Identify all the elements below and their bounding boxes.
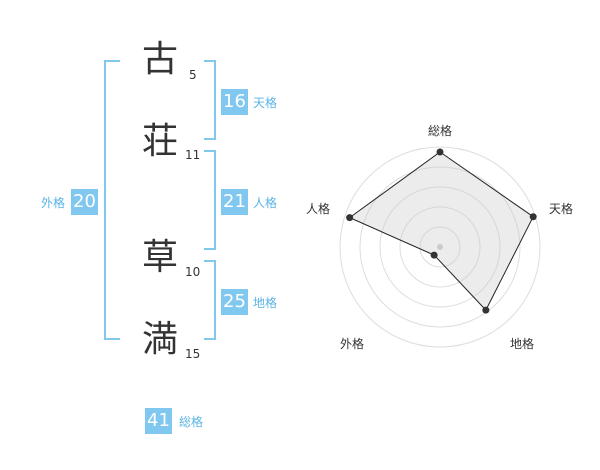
radar-chart bbox=[339, 146, 541, 348]
tenkaku-label: 天格 bbox=[253, 96, 278, 110]
stroke-count-2: 11 bbox=[185, 148, 201, 162]
radar-axis-label-chikaku: 地格 bbox=[510, 337, 535, 351]
gaikaku-value: 20 bbox=[71, 189, 98, 215]
radar-points bbox=[346, 148, 537, 314]
radar-axis-label-tenkaku: 天格 bbox=[549, 202, 574, 216]
soukaku-label: 総格 bbox=[179, 415, 204, 429]
radar-point bbox=[346, 214, 354, 222]
radar-axis-label-gaikaku: 外格 bbox=[340, 337, 365, 351]
chikaku-value: 25 bbox=[221, 289, 248, 315]
tenkaku-bracket bbox=[204, 60, 216, 140]
jinkaku-label: 人格 bbox=[253, 196, 278, 210]
radar-point bbox=[430, 251, 438, 259]
radar-point bbox=[529, 213, 537, 221]
gaikaku-bracket bbox=[104, 60, 120, 340]
radar-point bbox=[436, 148, 444, 156]
radar-center-dot bbox=[437, 244, 443, 250]
radar-ring bbox=[379, 186, 501, 308]
radar-polygon-group bbox=[348, 151, 534, 311]
radar-rings bbox=[339, 146, 541, 348]
name-char-3: 草 bbox=[141, 237, 178, 278]
tenkaku-value: 16 bbox=[221, 89, 248, 115]
stroke-count-3: 10 bbox=[185, 265, 201, 279]
chikaku-bracket bbox=[204, 260, 216, 340]
name-char-1: 古 bbox=[141, 39, 178, 80]
radar-ring bbox=[359, 166, 521, 328]
radar-point bbox=[482, 306, 490, 314]
radar-ring bbox=[399, 206, 481, 288]
name-char-2: 荘 bbox=[141, 121, 178, 162]
stroke-count-4: 15 bbox=[185, 347, 201, 361]
soukaku-value: 41 bbox=[145, 408, 172, 434]
gaikaku-label: 外格 bbox=[41, 196, 66, 210]
jinkaku-value: 21 bbox=[221, 189, 248, 215]
name-char-4: 満 bbox=[141, 319, 178, 360]
jinkaku-bracket bbox=[204, 150, 216, 250]
radar-axis-label-soukaku: 総格 bbox=[428, 124, 453, 138]
radar-polygon bbox=[348, 151, 534, 311]
radar-axis-label-jinkaku: 人格 bbox=[306, 202, 331, 216]
radar-ring bbox=[419, 226, 461, 268]
chikaku-label: 地格 bbox=[253, 296, 278, 310]
stroke-count-1: 5 bbox=[189, 68, 197, 82]
